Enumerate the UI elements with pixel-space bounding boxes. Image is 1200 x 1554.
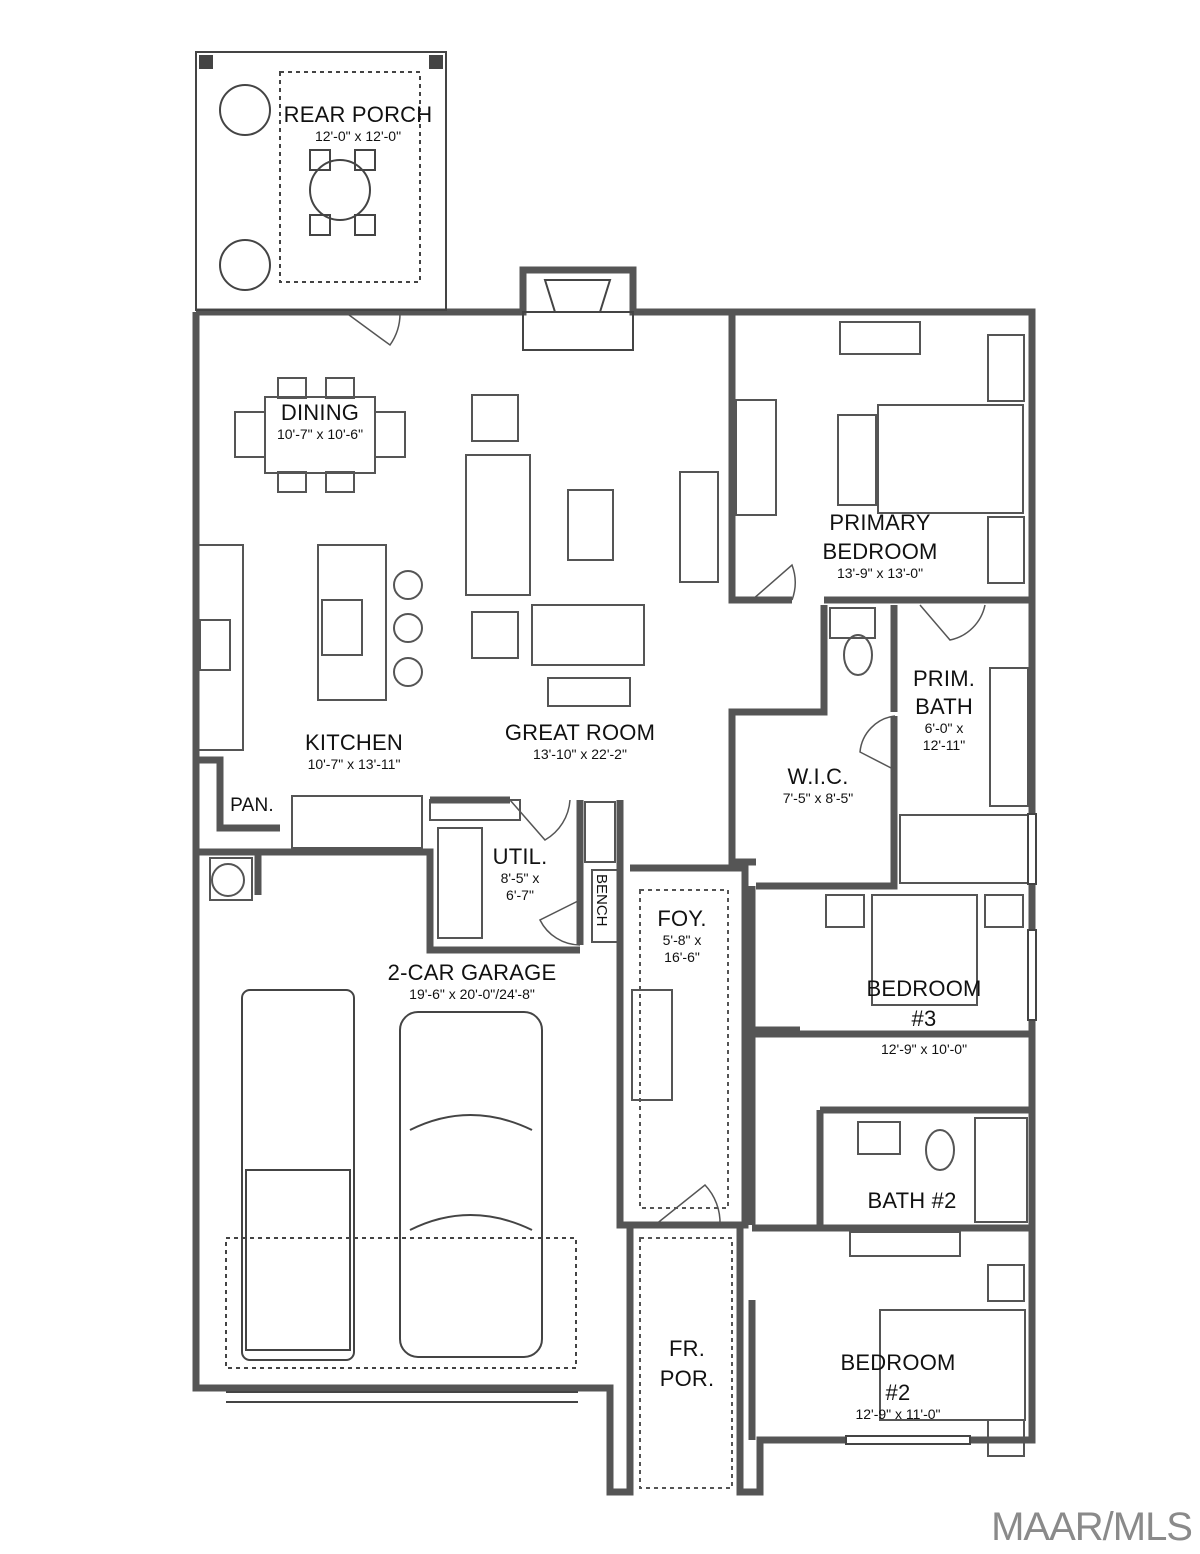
room-name: PRIM. [912, 666, 976, 691]
door [859, 715, 896, 771]
room-name: PRIMARY [829, 510, 931, 535]
end-table [471, 611, 519, 659]
interior-wall [728, 605, 828, 866]
room-dims: 7'-5" x 8'-5" [782, 790, 854, 806]
room-dims: 13'-9" x 13'-0" [836, 565, 924, 581]
room-name: FOY. [657, 906, 707, 931]
room-bedroom-2: BEDROOM #2 12'-9" x 11'-0" [840, 1350, 956, 1422]
exterior-wall [196, 266, 1036, 1496]
room-name: GREAT ROOM [504, 720, 656, 745]
room-dims: 12'-9" x 10'-0" [880, 1041, 968, 1057]
sofa [531, 604, 645, 666]
room-name: POR. [659, 1366, 715, 1391]
bed-primary [877, 404, 1024, 514]
room-name: KITCHEN [305, 730, 403, 755]
room-name: 2-CAR GARAGE [387, 960, 557, 985]
room-pantry: PAN. [230, 796, 274, 815]
foyer-bench [631, 989, 673, 1101]
room-name: BEDROOM [822, 539, 938, 564]
door [344, 311, 401, 347]
room-wic: W.I.C. 7'-5" x 8'-5" [782, 764, 854, 806]
window [1027, 929, 1037, 1021]
room-dims: 12'-9" x 11'-0" [855, 1406, 941, 1422]
door [538, 899, 581, 946]
bed-2 [879, 1309, 1026, 1421]
room-dims: 10'-7" x 13'-11" [307, 756, 401, 772]
tub [974, 1117, 1028, 1223]
room-name: BEDROOM [840, 1350, 956, 1375]
bench-label: BENCH [593, 874, 610, 927]
room-bedroom-3: BEDROOM #3 12'-9" x 10'-0" [866, 976, 982, 1057]
room-foyer: FOY. 5'-8" x 16'-6" [657, 906, 707, 965]
shower [899, 814, 1029, 884]
room-utility: UTIL. 8'-5" x 6'-7" [492, 844, 548, 903]
media-console [679, 471, 719, 583]
room-prim-bath: PRIM. BATH 6'-0" x 12'-11" [912, 666, 976, 753]
room-name: UTIL. [492, 844, 548, 869]
car-right [399, 1011, 543, 1358]
interior-wall [748, 886, 800, 1034]
room-dims: 6'-7" [506, 887, 534, 903]
interior-wall [756, 716, 898, 890]
room-name: PAN. [230, 795, 274, 816]
room-dims: 8'-5" x [500, 870, 540, 886]
fireplace [543, 279, 612, 313]
car-left [241, 989, 355, 1361]
room-dims: 16'-6" [664, 949, 700, 965]
bed-3 [871, 894, 978, 1006]
room-rear-porch: REAR PORCH 12'-0" x 12'-0" [283, 102, 433, 144]
door [654, 1183, 721, 1226]
room-bath-2: BATH #2 [867, 1190, 956, 1212]
room-name: REAR PORCH [283, 102, 433, 127]
room-dims: 13'-10" x 22'-2" [533, 746, 627, 762]
room-dims: 12'-11" [922, 737, 966, 753]
room-dims: 10'-7" x 10'-6" [276, 426, 364, 442]
kitchen-counter [197, 544, 244, 751]
porch-table [309, 159, 371, 221]
window [1027, 813, 1037, 885]
room-dims: 5'-8" x [662, 932, 702, 948]
room-garage: 2-CAR GARAGE 19'-6" x 20'-0"/24'-8" [387, 960, 557, 1002]
room-dining: DINING 10'-7" x 10'-6" [276, 400, 364, 442]
door [509, 799, 571, 841]
coffee-table [567, 489, 614, 561]
room-kitchen: KITCHEN 10'-7" x 13'-11" [305, 730, 403, 772]
sofa [465, 454, 531, 596]
interior-wall [616, 864, 749, 1229]
room-front-porch: FR. POR. [660, 1338, 715, 1390]
porch-chair [219, 239, 271, 291]
window [845, 1435, 971, 1445]
door [919, 604, 986, 641]
watermark: MAAR/MLS [991, 1505, 1193, 1549]
rear-porch-outline [195, 51, 447, 311]
room-name: BEDROOM [866, 976, 982, 1001]
room-dims: 12'-0" x 12'-0" [314, 128, 402, 144]
room-great-room: GREAT ROOM 13'-10" x 22'-2" [504, 720, 656, 762]
room-name: DINING [280, 400, 360, 425]
door [751, 563, 796, 601]
room-name: BATH [915, 694, 973, 719]
end-table [471, 394, 519, 442]
room-name: W.I.C. [787, 764, 849, 789]
room-name: FR. [668, 1336, 706, 1361]
vanity [989, 667, 1029, 807]
porch-chair [219, 84, 271, 136]
interior-wall [196, 848, 580, 954]
room-name: #2 [885, 1380, 911, 1405]
exterior-wall [192, 312, 634, 1496]
room-name: BATH #2 [867, 1188, 957, 1213]
interior-wall [728, 312, 792, 604]
interior-wall [196, 756, 280, 832]
room-dims: 19'-6" x 20'-0"/24'-8" [409, 986, 535, 1002]
kitchen-island [317, 544, 387, 701]
room-primary-bedroom: PRIMARY BEDROOM 13'-9" x 13'-0" [822, 510, 938, 581]
room-name: #3 [911, 1006, 937, 1031]
room-dims: 6'-0" x [924, 720, 964, 736]
